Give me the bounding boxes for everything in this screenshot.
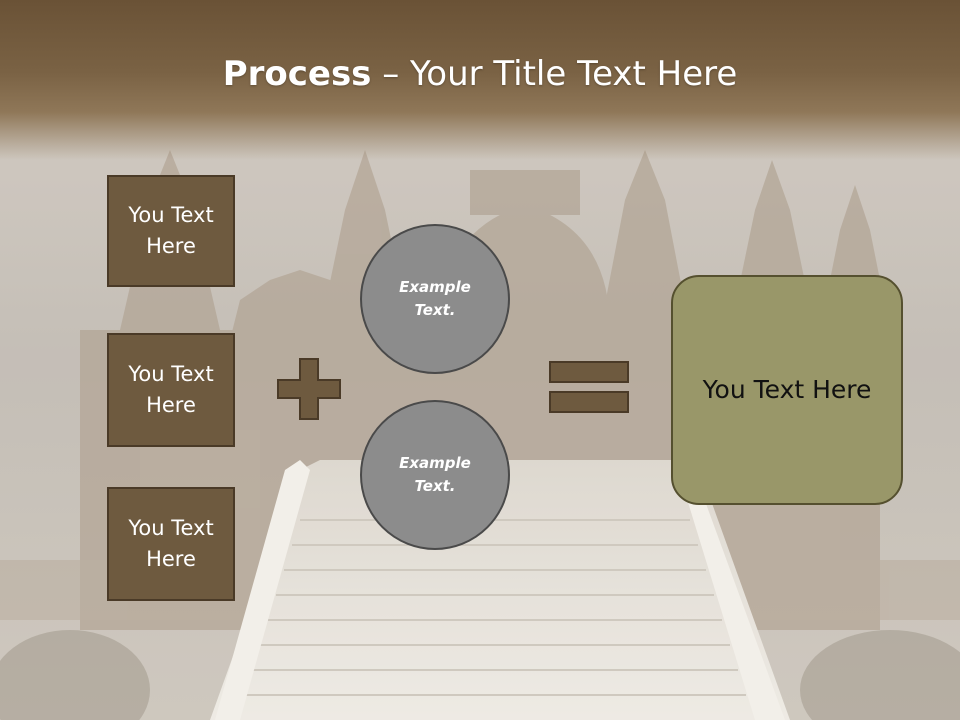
title-rest-part: – Your Title Text Here <box>371 54 738 94</box>
title-band <box>0 0 960 160</box>
title-bold-part: Process <box>222 54 372 94</box>
slide-title[interactable]: Process – Your Title Text Here <box>0 52 960 96</box>
input-box-2-label: You Text Here <box>128 362 214 417</box>
plus-icon <box>277 358 341 420</box>
equals-icon <box>549 361 629 413</box>
example-circle-2[interactable]: Example Text. <box>360 400 510 550</box>
example-circle-1-label: Example Text. <box>399 278 471 319</box>
example-circle-2-label: Example Text. <box>399 454 471 495</box>
input-box-1[interactable]: You Text Here <box>107 175 235 287</box>
result-box-label: You Text Here <box>702 375 872 404</box>
result-box[interactable]: You Text Here <box>671 275 903 505</box>
input-box-2[interactable]: You Text Here <box>107 333 235 447</box>
input-box-3-label: You Text Here <box>128 516 214 571</box>
input-box-3[interactable]: You Text Here <box>107 487 235 601</box>
input-box-1-label: You Text Here <box>128 203 214 258</box>
example-circle-1[interactable]: Example Text. <box>360 224 510 374</box>
